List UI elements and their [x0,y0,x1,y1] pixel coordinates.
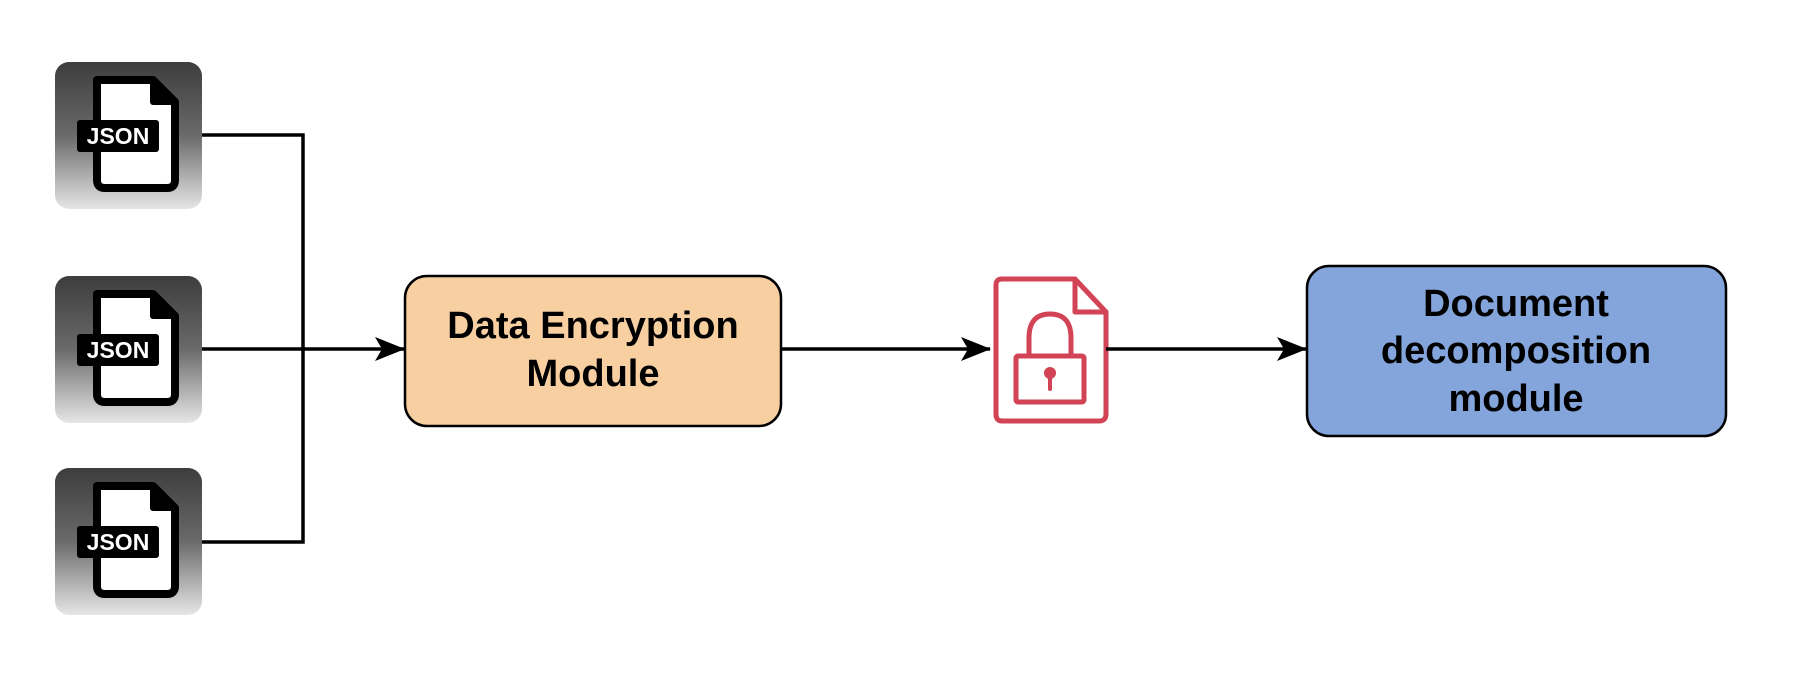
json-file-3: JSON [55,468,202,615]
decomposition-module-label-line-1: Document [1423,283,1609,325]
json-file-icon: JSON [77,76,179,192]
json-file-label: JSON [87,337,150,363]
json-file-icon: JSON [77,290,179,406]
json-file-label: JSON [87,123,150,149]
decomposition-module-label-line-3: module [1448,378,1583,420]
encryption-module-label-line-2: Module [527,353,660,395]
json-file-label: JSON [87,529,150,555]
json-file-icon: JSON [77,482,179,598]
locked-document-icon [993,276,1109,424]
decomposition-module-label-line-2: decomposition [1381,330,1651,372]
document-decomposition-module: Document decomposition module [1305,264,1728,438]
json-file-2: JSON [55,276,202,423]
data-encryption-module: Data Encryption Module [403,274,783,428]
json-file-1: JSON [55,62,202,209]
json-connectors [202,133,405,544]
connector-json-1 [202,133,305,348]
encryption-module-label-line-1: Data Encryption [447,305,738,347]
connector-json-3 [202,348,305,544]
